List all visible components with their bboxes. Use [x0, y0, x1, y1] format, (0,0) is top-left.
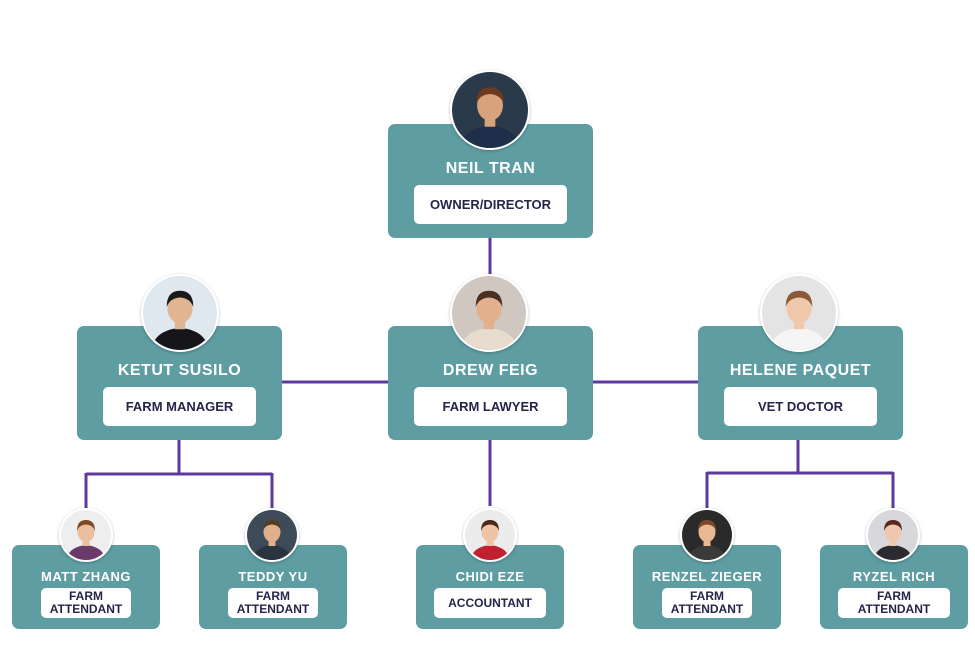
- man-bearded-suit-avatar: [450, 70, 530, 150]
- person-role: OWNER/DIRECTOR: [414, 185, 567, 224]
- node-matt-zhang: MATT ZHANG FARM ATTENDANT: [12, 545, 160, 629]
- man-black-suit-avatar: [141, 274, 219, 352]
- person-name: NEIL TRAN: [445, 160, 536, 177]
- person-name: MATT ZHANG: [41, 569, 131, 584]
- person-role: FARM ATTENDANT: [41, 588, 131, 618]
- person-name: KETUT SUSILO: [117, 362, 242, 379]
- man-suit-avatar: [245, 508, 299, 562]
- portrait-graphic: [61, 510, 111, 560]
- portrait-graphic: [143, 276, 217, 350]
- man-glasses-avatar: [59, 508, 113, 562]
- portrait-graphic: [682, 510, 732, 560]
- node-renzel-zieger: RENZEL ZIEGER FARM ATTENDANT: [633, 545, 781, 629]
- person-name: TEDDY YU: [238, 569, 308, 584]
- person-name: RYZEL RICH: [852, 569, 936, 584]
- portrait-graphic: [762, 276, 836, 350]
- woman-smiling-avatar: [760, 274, 838, 352]
- node-drew-feig: DREW FEIG FARM LAWYER: [388, 326, 593, 440]
- person-role: FARM ATTENDANT: [838, 588, 950, 618]
- portrait-graphic: [452, 72, 528, 148]
- portrait-graphic: [247, 510, 297, 560]
- portrait-graphic: [465, 510, 515, 560]
- person-name: DREW FEIG: [442, 362, 539, 379]
- person-role: VET DOCTOR: [724, 387, 877, 426]
- person-role: FARM ATTENDANT: [228, 588, 318, 618]
- node-chidi-eze: CHIDI EZE ACCOUNTANT: [416, 545, 564, 629]
- woman-avatar: [866, 508, 920, 562]
- person-role: FARM MANAGER: [103, 387, 256, 426]
- portrait-graphic: [452, 276, 526, 350]
- portrait-graphic: [868, 510, 918, 560]
- person-name: RENZEL ZIEGER: [651, 569, 763, 584]
- person-name: HELENE PAQUET: [729, 362, 872, 379]
- person-role: FARM ATTENDANT: [662, 588, 752, 618]
- man-smiling-avatar: [450, 274, 528, 352]
- person-name: CHIDI EZE: [455, 569, 525, 584]
- woman-headset-avatar: [463, 508, 517, 562]
- person-role: ACCOUNTANT: [434, 588, 546, 618]
- person-role: FARM LAWYER: [414, 387, 567, 426]
- woman-hardhat-avatar: [680, 508, 734, 562]
